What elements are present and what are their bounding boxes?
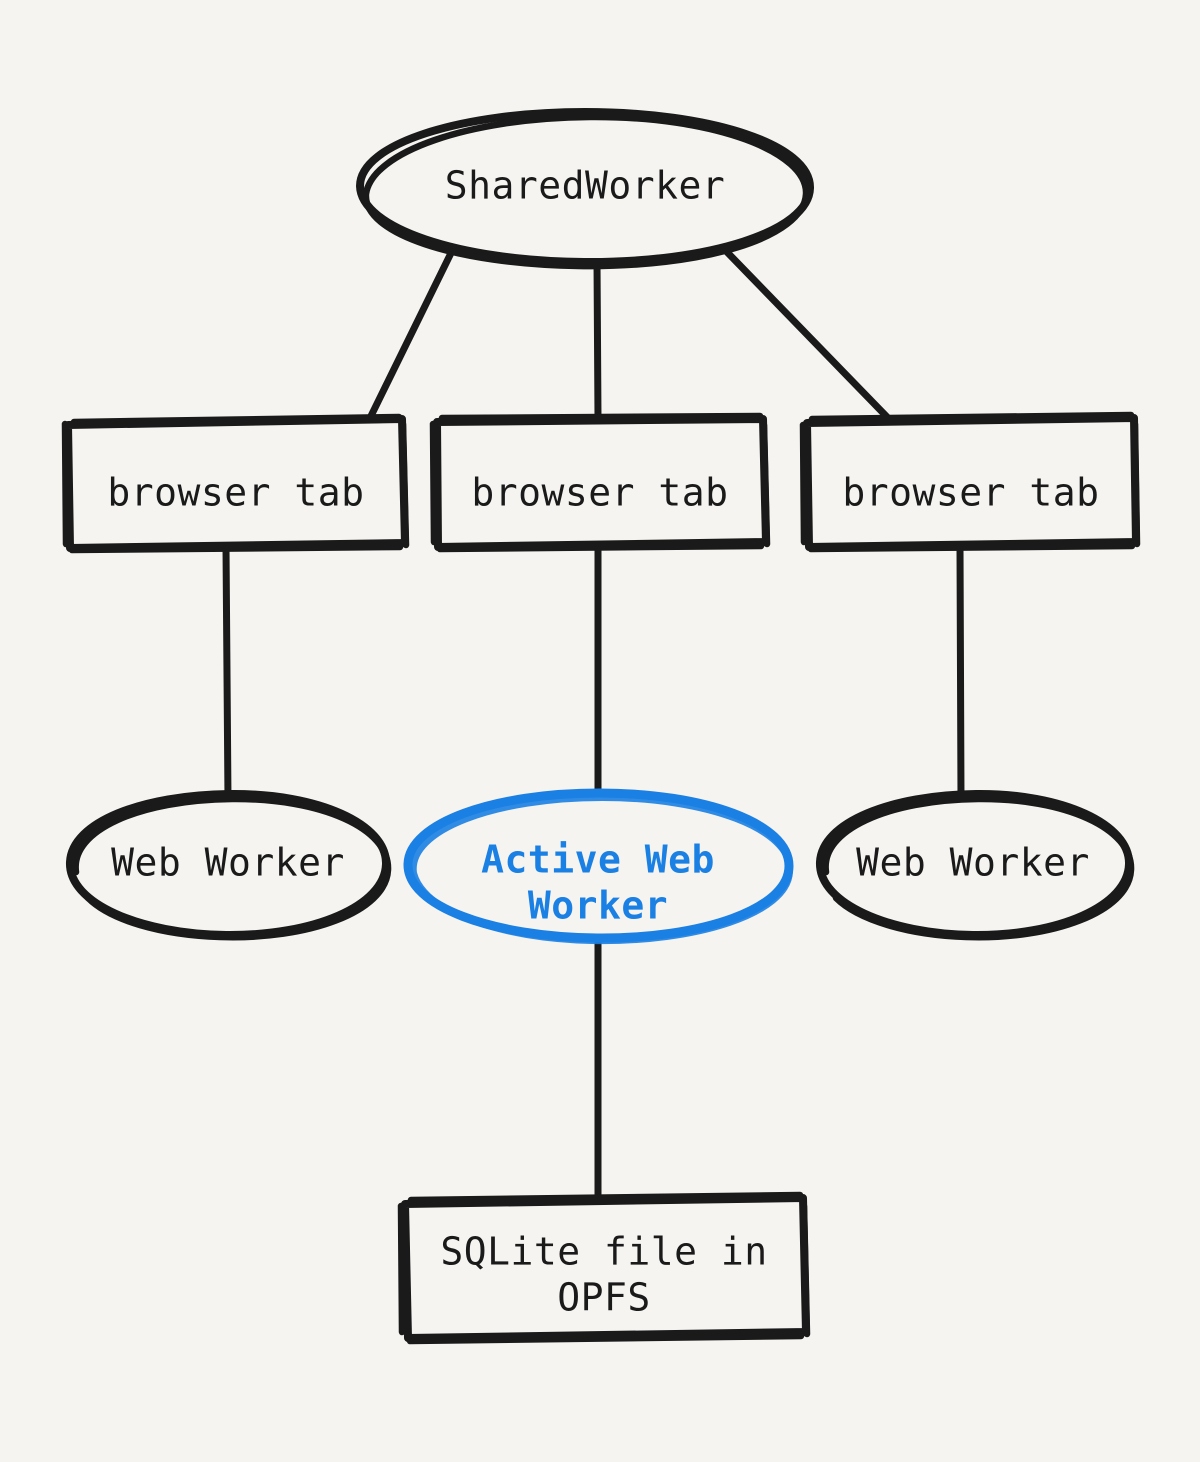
edge-group (222, 247, 965, 1204)
tab-left-rect-outline-pass2 (61, 413, 410, 554)
worker-right-label: Web Worker (856, 841, 1090, 885)
shared-worker-label: SharedWorker (445, 164, 726, 208)
worker-right-ellipse-fill (818, 793, 1128, 935)
shared-worker-ellipse-outline-pass2 (362, 113, 810, 270)
node-opfs-file[interactable]: SQLite file in OPFS (397, 1191, 811, 1345)
worker-left-label: Web Worker (111, 841, 345, 885)
node-worker-right[interactable]: Web Worker (815, 789, 1135, 941)
opfs-file-label-line2: OPFS (557, 1276, 651, 1320)
tab-left-rect-fill (67, 420, 403, 546)
node-tab-left[interactable]: browser tab (61, 413, 410, 554)
edge-sharedworker-to-tab-left (366, 247, 456, 422)
worker-active-ellipse-outline-pass2 (410, 795, 794, 945)
tab-left-label: browser tab (107, 471, 364, 515)
worker-active-label-line2: Worker (528, 884, 668, 928)
tab-right-rect-fill (806, 420, 1136, 546)
tab-center-rect-fill (436, 420, 764, 546)
shared-worker-ellipse-outline (356, 108, 815, 267)
edge-tab-left-to-worker-left (222, 544, 232, 804)
opfs-file-rect-outline-pass2 (397, 1191, 811, 1345)
node-worker-active[interactable]: Active Web Worker (403, 788, 794, 945)
shared-worker-ellipse-fill (360, 111, 810, 263)
edge-tab-right-to-worker-right (956, 544, 965, 804)
node-tab-right[interactable]: browser tab (799, 411, 1141, 553)
node-shared-worker[interactable]: SharedWorker (356, 108, 815, 270)
worker-active-ellipse-fill (408, 794, 788, 938)
node-worker-left[interactable]: Web Worker (65, 789, 392, 941)
tab-right-label: browser tab (842, 471, 1099, 515)
worker-left-ellipse-outline-pass2 (72, 795, 392, 941)
opfs-file-rect-fill (404, 1200, 804, 1336)
tab-right-rect-outline-pass2 (799, 411, 1141, 553)
opfs-file-label-line1: SQLite file in (440, 1230, 767, 1274)
tab-center-rect-outline-pass2 (429, 412, 771, 553)
worker-right-ellipse-outline-pass2 (822, 795, 1135, 941)
worker-left-ellipse-fill (69, 793, 387, 935)
worker-active-label-line1: Active Web (481, 838, 715, 882)
node-tab-center[interactable]: browser tab (429, 412, 771, 553)
edge-sharedworker-to-tab-center (593, 258, 602, 422)
edge-sharedworker-to-tab-right (722, 247, 892, 422)
tab-center-label: browser tab (471, 471, 728, 515)
